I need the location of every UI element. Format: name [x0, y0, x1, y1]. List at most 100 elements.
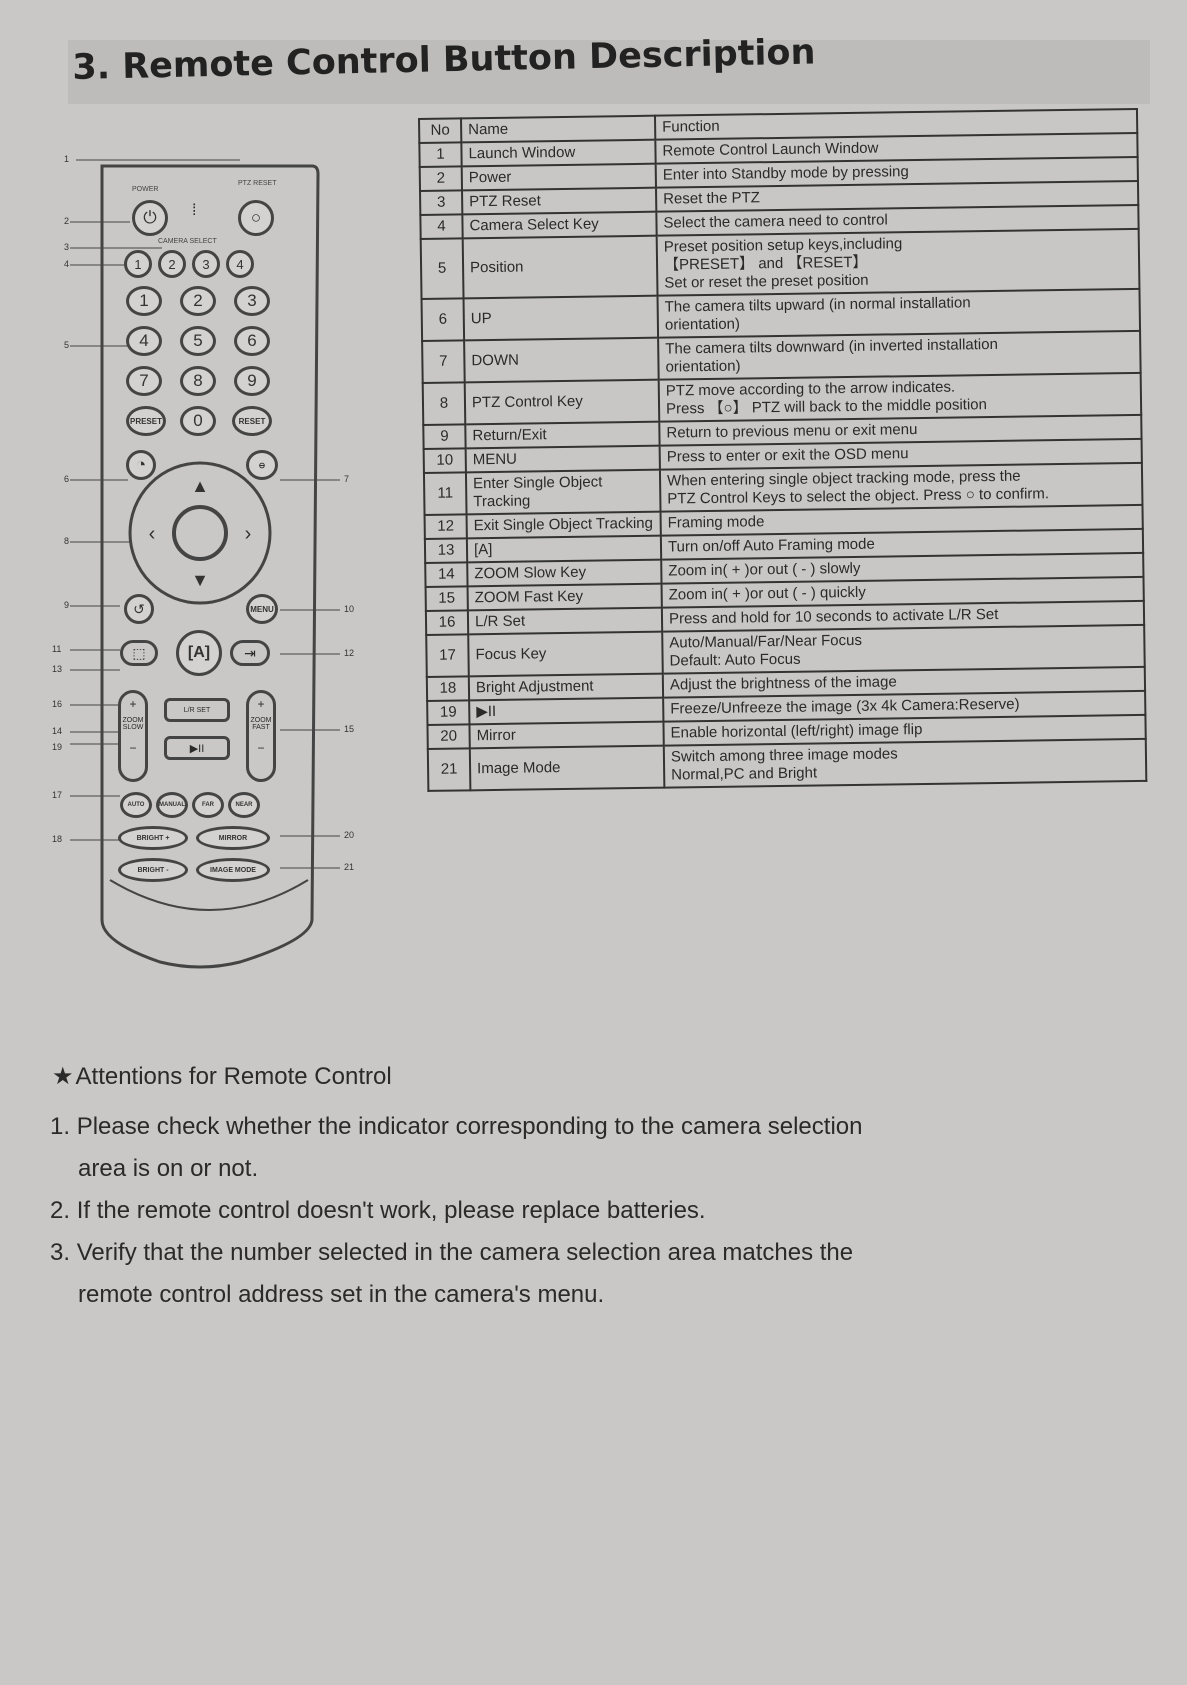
callout-12: 12 [344, 648, 355, 658]
callout-5: 5 [64, 340, 70, 350]
row-function: PTZ move according to the arrow indicate… [658, 372, 1142, 422]
ptz-control-pad[interactable] [174, 507, 226, 559]
num-key-4[interactable]: 4 [126, 326, 162, 356]
remote-control-illustration: ▲ ▼ ‹ › POWER PTZ RESET ⏻ ⁞ ○ CAMERA SEL… [40, 150, 380, 1010]
zoom-slow-rocker[interactable]: + ZOOM SLOW − [118, 690, 148, 782]
row-number: 18 [426, 676, 470, 701]
power-icon: ⏻ [143, 208, 157, 227]
row-name: Mirror [469, 721, 664, 749]
image-mode-button[interactable]: IMAGE MODE [196, 858, 270, 882]
row-function: The camera tilts upward (in normal insta… [657, 288, 1141, 338]
callout-8: 8 [64, 536, 70, 546]
exit-tracking-button[interactable]: ⇥ [230, 640, 270, 666]
reset-button[interactable]: RESET [232, 406, 272, 436]
callout-3: 3 [64, 242, 70, 252]
camera-select-1[interactable]: 1 [124, 250, 152, 278]
mirror-button[interactable]: MIRROR [196, 826, 270, 850]
num-key-3[interactable]: 3 [234, 286, 270, 316]
bright-plus-button[interactable]: BRIGHT + [118, 826, 188, 850]
num-key-7[interactable]: 7 [126, 366, 162, 396]
row-name: MENU [465, 445, 660, 473]
row-name: [A] [466, 535, 662, 563]
down-button[interactable]: ⊖ [246, 450, 278, 480]
remote-outline: ▲ ▼ ‹ › [70, 159, 340, 969]
ptz-reset-button[interactable]: ○ [238, 200, 274, 236]
oval-icon: ⊖ [258, 460, 266, 470]
bright-minus-button[interactable]: BRIGHT - [118, 858, 188, 882]
star-icon: ★ [52, 1063, 74, 1090]
power-button[interactable]: ⏻ [132, 200, 168, 236]
row-name: PTZ Control Key [464, 379, 660, 425]
row-number: 8 [422, 382, 466, 425]
enter-tracking-button[interactable]: ⬚ [120, 640, 158, 666]
focus-far-button[interactable]: FAR [192, 792, 224, 818]
zoom-fast-label: ZOOM FAST [250, 717, 272, 731]
row-number: 16 [425, 610, 469, 635]
launch-window-button[interactable]: ◔ [126, 450, 156, 480]
function-line: Press and hold for 10 seconds to activat… [668, 605, 999, 628]
row-name: PTZ Reset [462, 187, 657, 215]
row-function: The camera tilts downward (in inverted i… [658, 330, 1141, 380]
num-key-9[interactable]: 9 [234, 366, 270, 396]
callout-9: 9 [64, 600, 70, 610]
ptz-reset-label: PTZ RESET [238, 180, 277, 187]
callout-2: 2 [64, 216, 70, 226]
row-number: 2 [419, 166, 463, 191]
return-icon: ↺ [133, 600, 145, 617]
callout-20: 20 [344, 830, 355, 840]
row-number: 15 [425, 586, 468, 611]
header-no: No [419, 118, 462, 143]
callout-7: 7 [344, 474, 350, 484]
camera-select-2[interactable]: 2 [158, 250, 186, 278]
row-number: 1 [419, 142, 462, 167]
focus-near-button[interactable]: NEAR [228, 792, 260, 818]
indicator-dots: ⁞ [192, 202, 197, 219]
num-key-5[interactable]: 5 [180, 326, 216, 356]
menu-button[interactable]: MENU [246, 594, 278, 624]
freeze-button[interactable]: ▶II [164, 736, 230, 760]
row-name: ZOOM Slow Key [467, 559, 662, 587]
num-key-8[interactable]: 8 [180, 366, 216, 396]
callout-15: 15 [344, 724, 355, 734]
minus-icon: − [257, 741, 265, 755]
focus-auto-button[interactable]: AUTO [120, 792, 152, 818]
row-number: 19 [427, 700, 470, 725]
item-text: Verify that the number selected in the c… [76, 1239, 854, 1266]
item-number: 2. [50, 1197, 71, 1224]
auto-framing-button[interactable]: [A] [176, 630, 222, 676]
item-number: 3. [50, 1239, 71, 1266]
return-exit-button[interactable]: ↺ [124, 594, 154, 624]
callout-21: 21 [344, 862, 355, 872]
list-item: 2. If the remote control doesn't work, p… [50, 1190, 990, 1232]
callout-1: 1 [64, 154, 70, 164]
callout-13: 13 [52, 664, 63, 674]
header-name: Name [461, 115, 656, 143]
callout-18: 18 [52, 834, 63, 844]
row-name: Exit Single Object Tracking [466, 511, 661, 539]
focus-manual-button[interactable]: MANUAL [156, 792, 188, 818]
preset-button[interactable]: PRESET [126, 406, 166, 436]
num-key-0[interactable]: 0 [180, 406, 216, 436]
zoom-fast-rocker[interactable]: + ZOOM FAST − [246, 690, 276, 782]
list-item: 3. Verify that the number selected in th… [50, 1232, 990, 1316]
row-name: Focus Key [468, 631, 663, 677]
function-line: Zoom in( + )or out ( - ) slowly [668, 559, 861, 580]
num-key-2[interactable]: 2 [180, 286, 216, 316]
lr-set-button[interactable]: L/R SET [164, 698, 230, 722]
function-line: Zoom in( + )or out ( - ) quickly [668, 583, 866, 604]
row-name: ▶II [469, 697, 664, 725]
title-band [68, 40, 1150, 104]
num-key-6[interactable]: 6 [234, 326, 270, 356]
row-name: Camera Select Key [462, 211, 657, 239]
row-number: 12 [424, 514, 467, 539]
camera-select-3[interactable]: 3 [192, 250, 220, 278]
camera-select-4[interactable]: 4 [226, 250, 254, 278]
plus-icon: + [129, 697, 137, 711]
row-name: L/R Set [467, 607, 663, 635]
row-number: 13 [424, 538, 468, 563]
svg-text:▲: ▲ [191, 476, 209, 496]
num-key-1[interactable]: 1 [126, 286, 162, 316]
